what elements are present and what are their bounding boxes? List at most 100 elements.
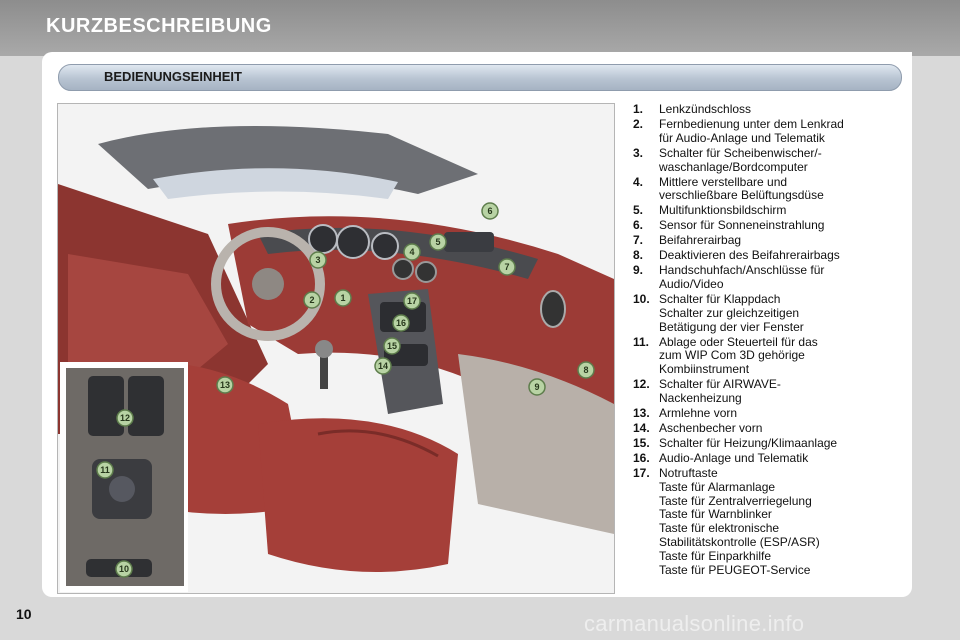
floor (458, 354, 614, 534)
car-interior-illustration: 1 2 3 4 5 6 7 8 9 10 11 12 13 14 15 16 1… (57, 103, 615, 594)
marker-1: 1 (334, 289, 352, 307)
window-switch-right (128, 376, 164, 436)
legend-text: Taste für PEUGEOT-Service (659, 562, 811, 577)
legend-item: 5. Multifunktionsbildschirm (633, 204, 908, 218)
passenger-seat (258, 418, 458, 572)
vent-center-right (415, 261, 437, 283)
marker-8: 8 (577, 361, 595, 379)
legend-item: 8. Deaktivieren des Beifahrerairbags (633, 248, 908, 263)
marker-4: 4 (403, 243, 421, 261)
legend-text: Taste für Warnblinker (659, 507, 772, 522)
marker-14: 14 (374, 357, 392, 375)
legend-item: 3. Schalter für Scheibenwischer/-waschanl… (633, 145, 908, 175)
legend-number: 1. (633, 102, 644, 116)
legend-text: Notruftaste (659, 465, 718, 480)
svg-text:7: 7 (504, 262, 509, 272)
legend-text: Fernbedienung unter dem Lenkrad (659, 116, 844, 131)
svg-text:14: 14 (378, 361, 388, 371)
gauge-left (308, 224, 338, 254)
legend-text: Schalter für AIRWAVE- (659, 377, 781, 392)
legend-number: 10. (633, 292, 650, 307)
svg-text:10: 10 (119, 564, 129, 574)
legend-text: Sensor für Sonneneinstrahlung (659, 218, 825, 233)
marker-9: 9 (528, 378, 546, 396)
vent-passenger (540, 290, 566, 328)
marker-7: 7 (498, 258, 516, 276)
section-bar (58, 64, 902, 91)
svg-text:1: 1 (340, 293, 345, 303)
legend-text: Mittlere verstellbare und (659, 174, 788, 189)
marker-2: 2 (303, 291, 321, 309)
legend-number: 4. (633, 174, 644, 189)
legend-text: Armlehne vorn (659, 405, 738, 420)
legend-number: 7. (633, 233, 644, 248)
multifunction-screen (444, 232, 494, 252)
legend-text: Betätigung der vier Fenster (659, 319, 804, 334)
svg-text:4: 4 (409, 247, 414, 257)
legend-text: Audio-Anlage und Telematik (659, 450, 809, 465)
door-trim (68, 254, 228, 394)
legend-text: Audio/Video (659, 277, 724, 292)
legend-text: Deaktivieren des Beifahrerairbags (659, 248, 840, 263)
marker-12: 12 (116, 409, 134, 427)
gauge-center (336, 225, 370, 259)
legend-item: 7.Beifahrerairbag (633, 233, 908, 248)
svg-text:9: 9 (534, 382, 539, 392)
window-switch-left (88, 376, 124, 436)
steering-wheel (211, 227, 325, 341)
legend-text: waschanlage/Bordcomputer (659, 159, 808, 174)
legend-text: Stabilitätskontrolle (ESP/ASR) (659, 534, 820, 549)
page-number: 10 (16, 606, 32, 622)
section-title: BEDIENUNGSEINHEIT (104, 69, 242, 84)
page-title: KURZBESCHREIBUNG (46, 15, 272, 37)
svg-text:11: 11 (100, 465, 110, 475)
legend-item: 15.Schalter für Heizung/Klimaanlage (633, 435, 908, 451)
legend-number: 12. (633, 377, 650, 392)
legend-text: Schalter für Scheibenwischer/- (659, 145, 822, 160)
marker-16: 16 (392, 314, 410, 332)
watermark: carmanualsonline.info (584, 611, 805, 636)
legend-text: Multifunktionsbildschirm (659, 203, 787, 218)
marker-11: 11 (96, 461, 114, 479)
vent-center-left (392, 258, 414, 280)
svg-text:17: 17 (407, 296, 417, 306)
legend-text: Taste für Zentralverriegelung (659, 493, 812, 508)
mirror-joystick (109, 476, 135, 502)
marker-15: 15 (383, 337, 401, 355)
legend-text: Schalter für Klappdach (659, 292, 781, 307)
legend-number: 11. (633, 334, 650, 349)
legend-text: für Audio-Anlage und Telematik (659, 130, 825, 145)
legend-item: 12.Schalter für AIRWAVE-Nackenheizung (633, 377, 908, 406)
legend-number: 15. (633, 435, 650, 450)
legend-number: 16. (633, 450, 650, 465)
svg-text:15: 15 (387, 341, 397, 351)
legend-number: 9. (633, 263, 644, 278)
legend-text: Schalter zur gleichzeitigen (659, 305, 800, 320)
gauge-right (371, 232, 399, 260)
legend-text: Kombiinstrument (659, 362, 750, 377)
legend-number: 3. (633, 145, 644, 160)
marker-5: 5 (429, 233, 447, 251)
svg-text:13: 13 (220, 380, 230, 390)
legend-item: 6.Sensor für Sonneneinstrahlung (633, 219, 908, 233)
gear-lever (320, 349, 328, 389)
legend-text: Taste für Alarmanlage (659, 479, 776, 494)
legend-number: 13. (633, 405, 650, 420)
svg-text:3: 3 (315, 255, 320, 265)
legend-number: 8. (633, 248, 644, 263)
legend-number: 5. (633, 203, 644, 218)
windscreen-glass (153, 168, 398, 199)
svg-text:2: 2 (309, 295, 314, 305)
legend-item: 1. Lenkzündschloss (633, 102, 908, 117)
legend-text: Ablage oder Steuerteil für das (659, 334, 818, 349)
marker-10: 10 (115, 560, 133, 578)
svg-text:12: 12 (120, 413, 130, 423)
legend-text: Lenkzündschloss (659, 102, 752, 116)
